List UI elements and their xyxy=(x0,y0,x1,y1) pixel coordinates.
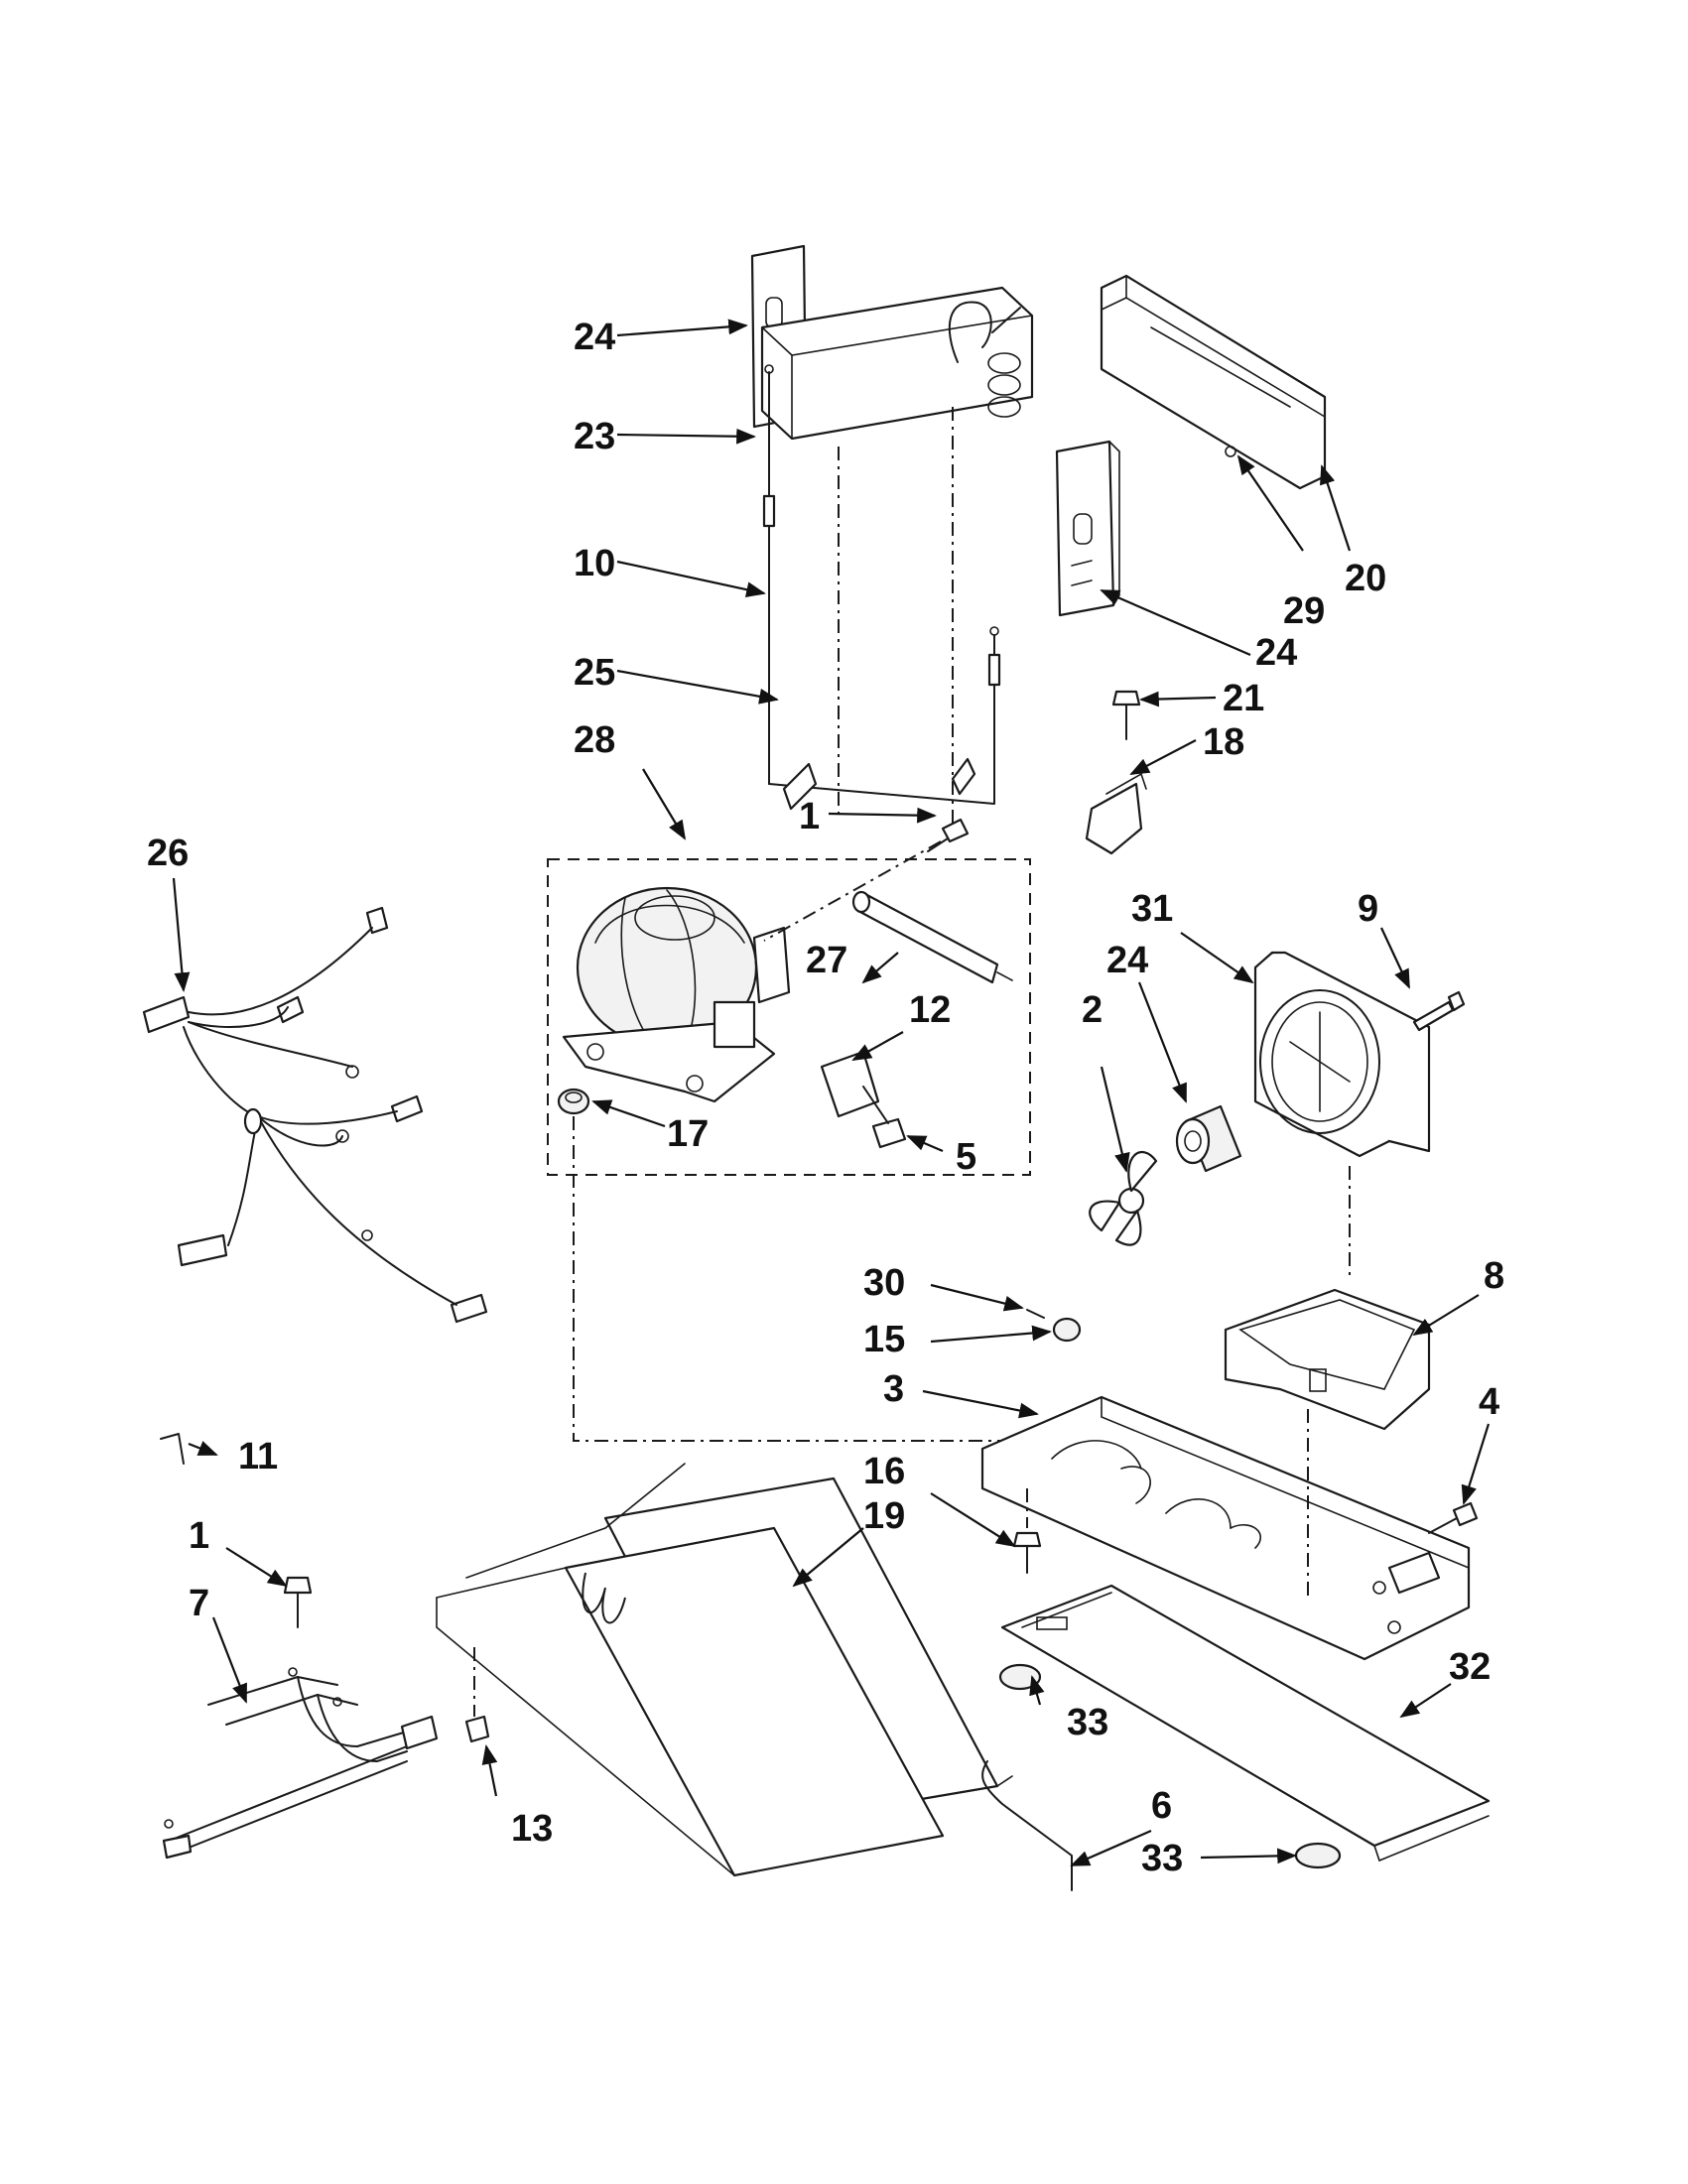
callout-9: 9 xyxy=(1358,888,1378,930)
callout-7: 7 xyxy=(189,1583,209,1624)
leader-lines xyxy=(172,319,1491,1867)
fan-shroud xyxy=(1253,951,1431,1158)
compressor-kit xyxy=(547,840,1031,1176)
callout-31: 31 xyxy=(1131,888,1173,930)
callout-8: 8 xyxy=(1484,1255,1504,1297)
clip-11 xyxy=(160,1433,185,1465)
clip-13 xyxy=(464,1715,490,1743)
evaporator-cover xyxy=(1100,274,1327,490)
callout-22: 23 xyxy=(574,416,615,457)
callout-labels: 24 23 10 25 28 1 20 29 24 21 18 26 31 9 … xyxy=(147,317,1504,1879)
screw-9 xyxy=(1412,990,1466,1032)
callout-5: 5 xyxy=(956,1136,976,1178)
evaporator-assembly xyxy=(750,244,1034,829)
callout-25: 25 xyxy=(574,652,615,694)
callout-13: 13 xyxy=(511,1808,553,1850)
grommet-routing-line xyxy=(573,1116,1032,1442)
base-plate xyxy=(980,1309,1471,1661)
callout-17: 17 xyxy=(667,1113,709,1155)
callout-24: 24 xyxy=(1106,940,1148,981)
callout-11: 11 xyxy=(238,1436,278,1477)
callout-33-upper: 33 xyxy=(1067,1702,1108,1743)
callout-10: 10 xyxy=(574,543,615,584)
callout-21: 21 xyxy=(1223,678,1264,719)
callout-29: 29 xyxy=(1283,590,1325,632)
callout-18: 19 xyxy=(863,1495,905,1537)
callout-26: 26 xyxy=(147,833,189,874)
callout-4: 4 xyxy=(1479,1381,1499,1423)
callout-32: 32 xyxy=(1449,1646,1491,1688)
callout-27: 27 xyxy=(806,940,847,981)
callout-33-lower: 33 xyxy=(1141,1838,1183,1879)
callout-30: 30 xyxy=(863,1262,905,1304)
callout-3: 3 xyxy=(883,1368,904,1410)
callout-6: 6 xyxy=(1151,1785,1172,1827)
wire-harness-26 xyxy=(142,906,488,1324)
screw-4 xyxy=(1428,1501,1479,1534)
foot-33-lower xyxy=(1294,1842,1342,1869)
screw-1-top xyxy=(927,818,970,852)
callout-19: 18 xyxy=(1203,721,1244,763)
fan-blade xyxy=(1089,1150,1158,1246)
callout-2: 2 xyxy=(1082,989,1103,1031)
screw-16 xyxy=(1012,1488,1042,1574)
callout-12: 12 xyxy=(909,989,951,1031)
callout-16: 16 xyxy=(863,1451,905,1492)
shroud-base xyxy=(1224,1288,1431,1431)
callout-23-right: 24 xyxy=(1255,632,1297,674)
drain-tube xyxy=(981,1760,1073,1891)
drain-pan xyxy=(1000,1584,1491,1863)
callout-15: 15 xyxy=(863,1319,905,1360)
screw-and-clip xyxy=(1085,690,1147,855)
fan-motor xyxy=(1175,1104,1242,1173)
callout-1-lower: 1 xyxy=(189,1515,209,1557)
callout-28: 28 xyxy=(574,719,615,761)
screw-1-lower xyxy=(283,1576,313,1628)
callout-20: 20 xyxy=(1345,558,1386,599)
callout-1-top: 1 xyxy=(799,796,820,837)
condenser-coil xyxy=(436,1463,1013,1877)
callout-23-top: 24 xyxy=(574,317,615,358)
right-bracket xyxy=(1055,440,1120,617)
wire-harness-7 xyxy=(162,1667,439,1860)
